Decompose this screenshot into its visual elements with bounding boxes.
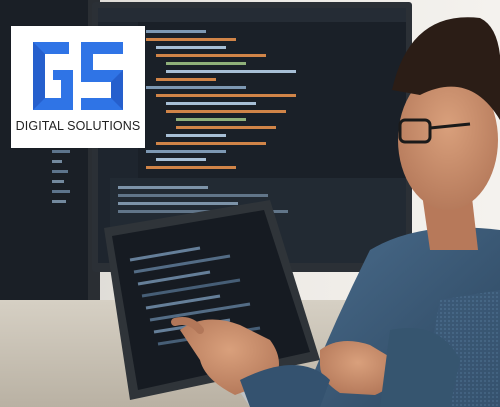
glasses: [398, 118, 471, 144]
person-face: [398, 70, 498, 210]
gs-logo-icon: [33, 42, 123, 110]
company-logo: DIGITAL SOLUTIONS: [11, 26, 145, 148]
logo-text: DIGITAL SOLUTIONS: [15, 119, 141, 133]
person-hair: [392, 17, 500, 120]
code-lines: [146, 30, 296, 169]
